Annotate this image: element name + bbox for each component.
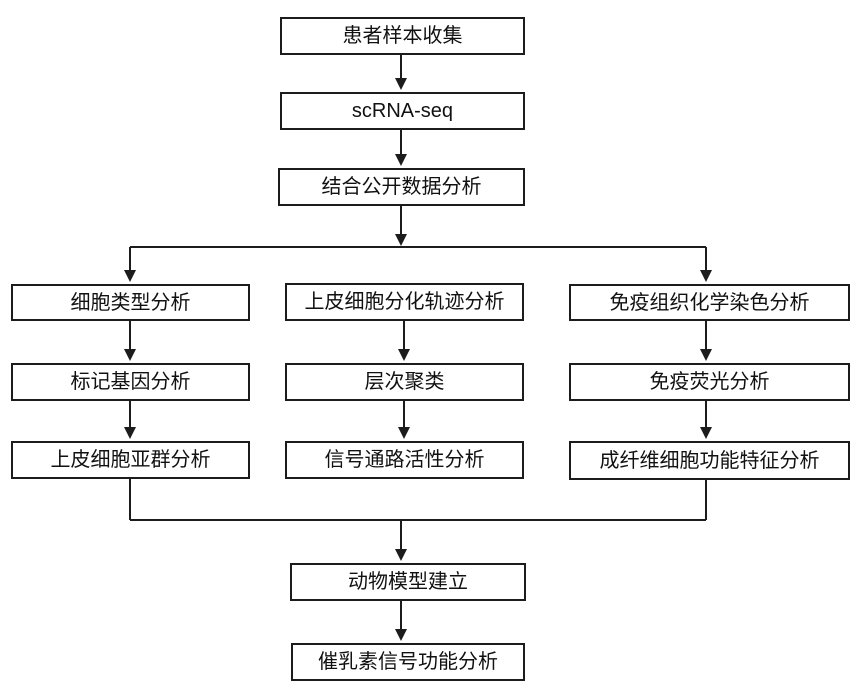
node-hierarchical-clustering: 层次聚类: [285, 363, 524, 401]
node-fibroblast-function-characteristics-analysis: 成纤维细胞功能特征分析: [569, 441, 850, 480]
node-animal-model-establishment: 动物模型建立: [290, 563, 526, 601]
node-marker-gene-analysis: 标记基因分析: [11, 363, 250, 401]
node-epithelial-subpopulation-analysis: 上皮细胞亚群分析: [11, 441, 250, 479]
node-cell-type-analysis: 细胞类型分析: [11, 284, 250, 321]
node-public-data-analysis: 结合公开数据分析: [278, 168, 525, 206]
node-immunofluorescence-analysis: 免疫荧光分析: [569, 363, 850, 401]
node-epithelial-differentiation-trajectory-analysis: 上皮细胞分化轨迹分析: [285, 283, 524, 321]
node-scrna-seq: scRNA-seq: [280, 92, 525, 130]
node-prolactin-signaling-function-analysis: 催乳素信号功能分析: [291, 643, 525, 681]
node-immunohistochemistry-staining-analysis: 免疫组织化学染色分析: [569, 284, 850, 321]
node-signaling-pathway-activity-analysis: 信号通路活性分析: [285, 441, 524, 479]
node-patient-sample-collection: 患者样本收集: [280, 17, 525, 55]
